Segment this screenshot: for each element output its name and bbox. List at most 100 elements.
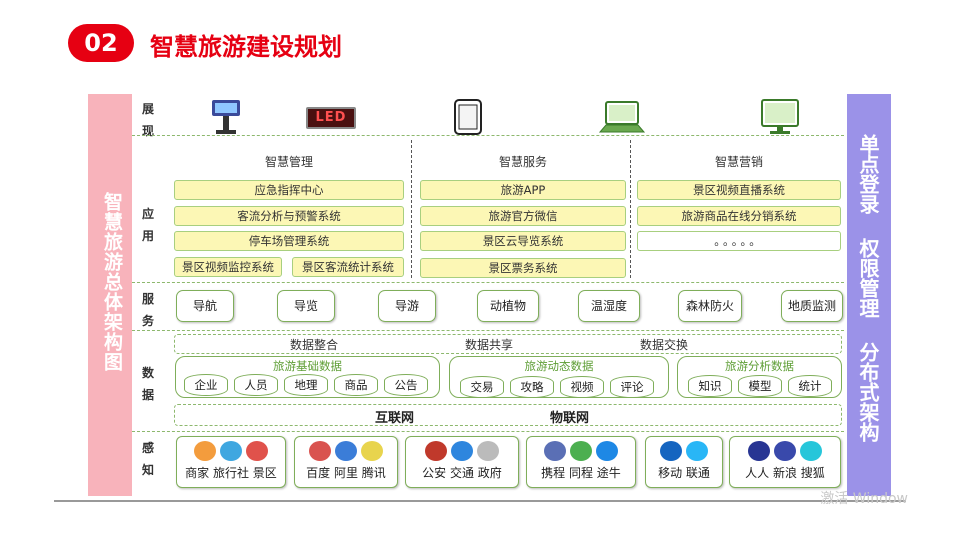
app-item: 景区视频监控系统 [174, 257, 282, 277]
page-title: 智慧旅游建设规划 [150, 33, 342, 61]
data-ops-row [174, 334, 842, 354]
app-item: 旅游商品在线分销系统 [637, 206, 841, 226]
app-section-title-marketing: 智慧营销 [714, 155, 763, 169]
row-separator [132, 282, 844, 283]
baidu-icon [309, 441, 331, 461]
app-section-title-service: 智慧服务 [498, 155, 547, 169]
section-number-badge: 02 [68, 24, 134, 62]
sense-group-label: 百度 阿里 腾讯 [306, 466, 386, 480]
database-item: 攻略 [510, 376, 554, 398]
right-banner: 单点登录 权限管理 分布式架构 [847, 94, 891, 496]
database-item: 视频 [560, 376, 604, 398]
app-item: 景区票务系统 [420, 258, 626, 278]
activation-watermark: 激活 Window [820, 491, 908, 507]
service-item: 导航 [176, 290, 234, 322]
tongcheng-icon [570, 441, 592, 461]
data-op-label: 数据共享 [465, 338, 514, 352]
kiosk-icon [212, 100, 240, 134]
unicom-icon [686, 441, 708, 461]
row-separator [132, 431, 844, 432]
service-item: 地质监测 [781, 290, 843, 322]
database-item: 统计 [788, 375, 832, 397]
section-divider [411, 140, 412, 278]
database-item: 地理 [284, 374, 328, 396]
service-item: 温湿度 [578, 290, 640, 322]
service-item: 导游 [378, 290, 436, 322]
sense-group: 移动 联通 [645, 436, 723, 488]
ali-icon [335, 441, 357, 461]
right-banner-line-2: 权限管理 [856, 238, 880, 318]
sense-group-label: 公安 交通 政府 [422, 466, 502, 480]
app-item-more: 。。。。。 [637, 231, 841, 251]
service-item: 森林防火 [678, 290, 742, 322]
renren-icon [748, 441, 770, 461]
sense-group-label: 商家 旅行社 景区 [185, 466, 277, 480]
ctrip-icon [544, 441, 566, 461]
app-item: 应急指挥中心 [174, 180, 404, 200]
sense-group-label: 人人 新浪 搜狐 [745, 466, 825, 480]
service-item: 动植物 [477, 290, 539, 322]
tablet-icon [454, 99, 482, 135]
network-label-internet: 互联网 [375, 411, 415, 426]
database-item: 评论 [610, 376, 654, 398]
merchant-icon [194, 441, 216, 461]
database-item: 交易 [460, 376, 504, 398]
app-item: 客流分析与预警系统 [174, 206, 404, 226]
sense-group: 公安 交通 政府 [405, 436, 519, 488]
right-banner-line-1: 单点登录 [856, 134, 880, 214]
row-label-display: 展现 [142, 102, 155, 138]
sense-group: 百度 阿里 腾讯 [294, 436, 398, 488]
left-banner-text: 智慧旅游总体架构图 [101, 192, 123, 372]
government-icon [477, 441, 499, 461]
database-item: 企业 [184, 374, 228, 396]
database-item: 商品 [334, 374, 378, 396]
row-label-data: 数据 [142, 366, 155, 402]
app-item: 停车场管理系统 [174, 231, 404, 251]
row-separator [132, 330, 844, 331]
row-label-sense: 感知 [142, 441, 155, 477]
database-item: 公告 [384, 374, 428, 396]
app-item: 景区云导览系统 [420, 231, 626, 251]
app-section-title-management: 智慧管理 [264, 155, 313, 169]
tencent-icon [361, 441, 383, 461]
left-banner: 智慧旅游总体架构图 [88, 94, 132, 496]
sense-group: 人人 新浪 搜狐 [729, 436, 841, 488]
travel-agency-icon [220, 441, 242, 461]
data-op-label: 数据交换 [640, 338, 689, 352]
network-row [174, 404, 842, 426]
data-group-title: 旅游分析数据 [725, 359, 794, 373]
app-item: 旅游官方微信 [420, 206, 626, 226]
database-item: 人员 [234, 374, 278, 396]
app-item: 旅游APP [420, 180, 626, 200]
laptop-icon [598, 101, 646, 133]
sense-group-label: 移动 联通 [658, 466, 710, 480]
tuniu-icon [596, 441, 618, 461]
sense-group: 携程 同程 途牛 [526, 436, 636, 488]
data-group-title: 旅游基础数据 [273, 359, 342, 373]
traffic-icon [451, 441, 473, 461]
row-label-app: 应用 [142, 207, 155, 243]
right-banner-text: 单点登录 权限管理 分布式架构 [856, 134, 880, 442]
bottom-rule [54, 500, 906, 502]
database-item: 模型 [738, 375, 782, 397]
service-item: 导览 [277, 290, 335, 322]
data-op-label: 数据整合 [290, 338, 339, 352]
database-item: 知识 [688, 375, 732, 397]
sina-icon [774, 441, 796, 461]
row-label-service: 服务 [142, 292, 155, 328]
sense-group-label: 携程 同程 途牛 [541, 466, 621, 480]
data-group-title: 旅游动态数据 [524, 359, 594, 373]
sohu-icon [800, 441, 822, 461]
app-item: 景区客流统计系统 [292, 257, 404, 277]
row-separator [132, 135, 844, 136]
desktop-monitor-icon [761, 99, 799, 134]
app-item: 景区视频直播系统 [637, 180, 841, 200]
police-icon [425, 441, 447, 461]
network-label-iot: 物联网 [550, 411, 590, 426]
section-divider [630, 140, 631, 278]
mobile-icon [660, 441, 682, 461]
right-banner-line-3: 分布式架构 [856, 342, 880, 442]
led-screen-icon: LED [306, 107, 356, 129]
sense-group: 商家 旅行社 景区 [176, 436, 286, 488]
scenic-spot-icon [246, 441, 268, 461]
